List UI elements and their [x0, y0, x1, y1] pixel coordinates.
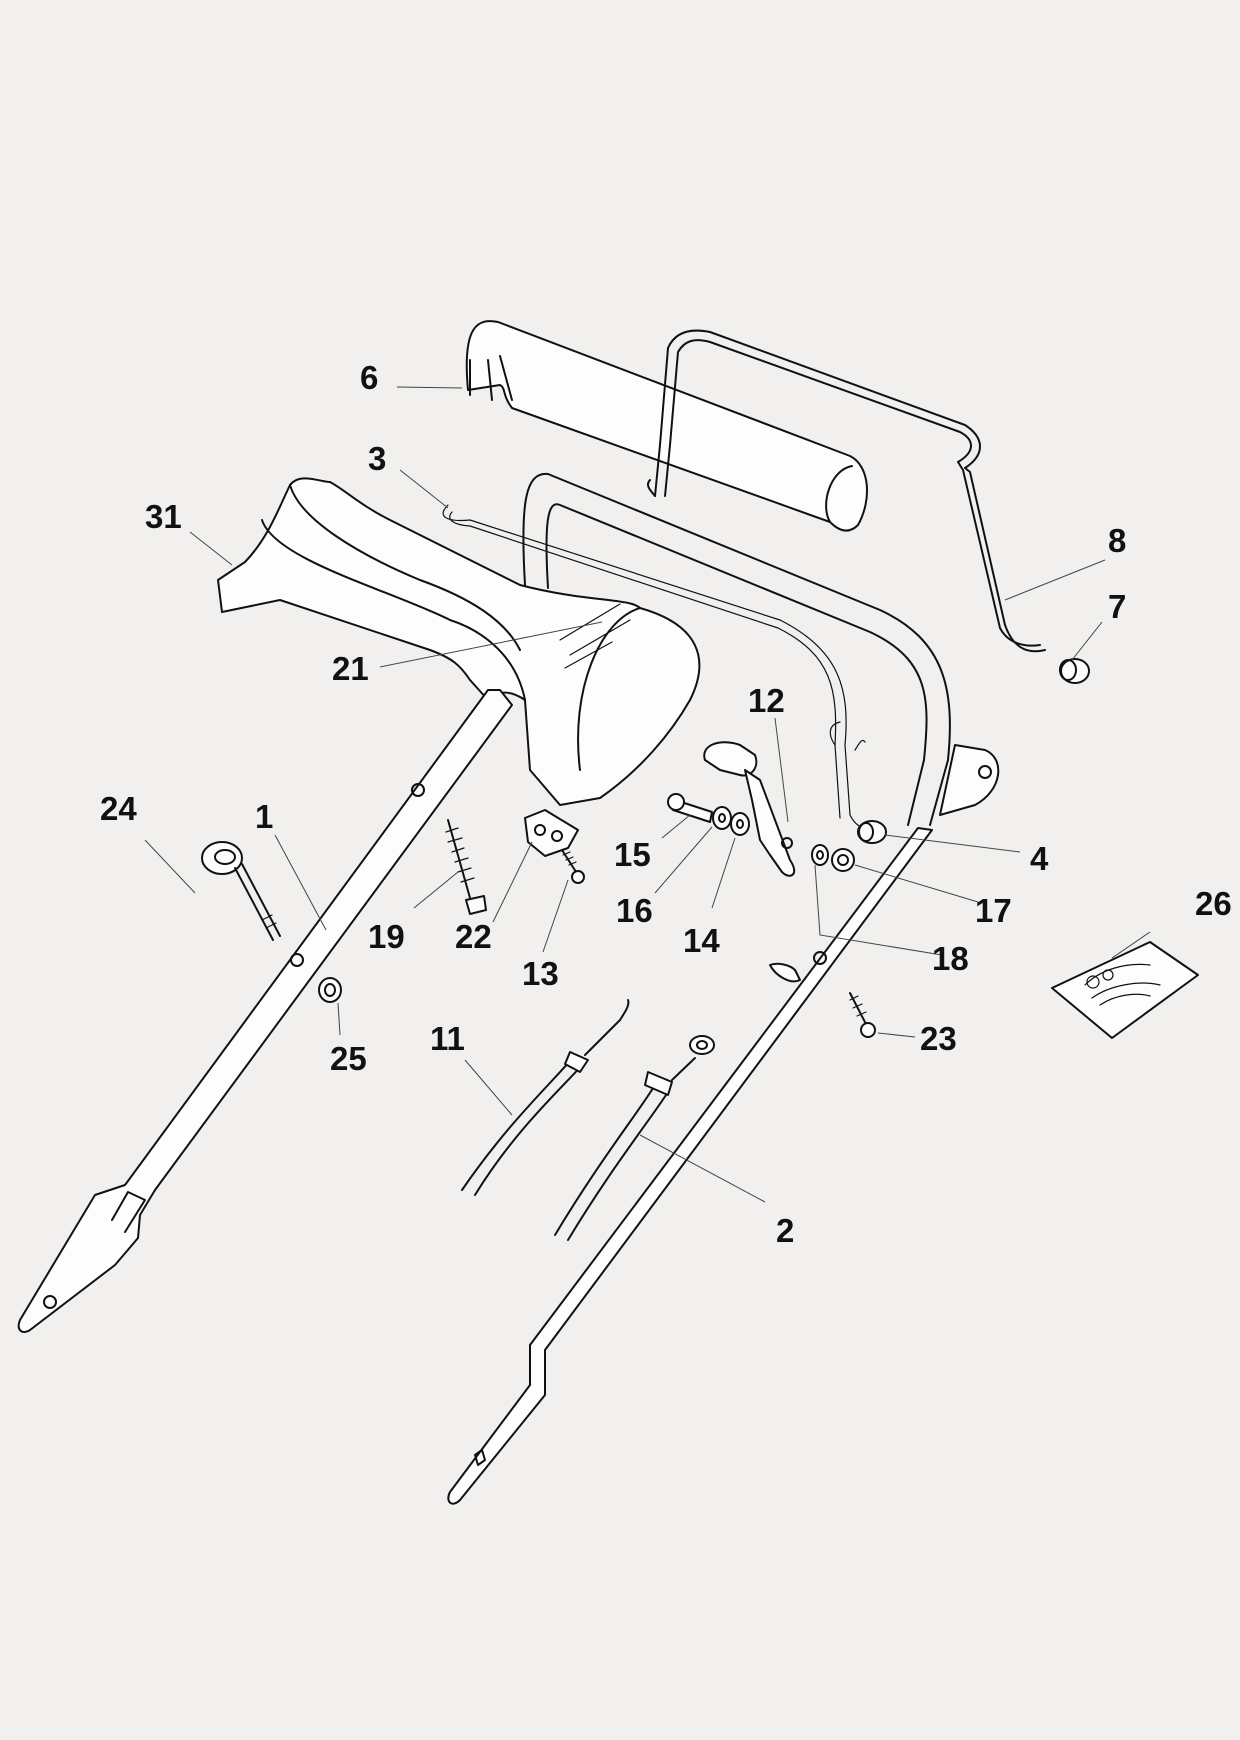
- part-11-cable: [461, 999, 630, 1196]
- callout-26: 26: [1195, 885, 1232, 922]
- callout-23: 23: [920, 1020, 957, 1057]
- callout-14: 22: [455, 918, 492, 955]
- callout-21: 21: [332, 650, 369, 687]
- part-26-hardware-kit-bag: [1051, 941, 1199, 1039]
- callout-16: 16: [616, 892, 653, 929]
- part-15-bolt: [667, 793, 713, 823]
- callout-22: 19: [368, 918, 405, 955]
- part-14-bracket: [524, 809, 579, 857]
- part-7-bushing: [1059, 658, 1090, 684]
- callout-6: 6: [360, 359, 378, 396]
- part-6-upper-grip-handle: [465, 320, 868, 532]
- callout-13: 13: [522, 955, 559, 992]
- part-23-screw: [849, 992, 876, 1038]
- callout-3: 3: [368, 440, 386, 477]
- part-3-lower-handle-bar: [522, 472, 1000, 826]
- callout-24: 24: [100, 790, 137, 827]
- callout-25: 25: [330, 1040, 367, 1077]
- callout-19: 17: [975, 892, 1012, 929]
- part-16-washer: [712, 806, 732, 830]
- part-22-screw: [445, 819, 487, 915]
- callout-4: 4: [1030, 840, 1049, 877]
- part-12-control-lever: [703, 741, 796, 877]
- callout-11: 11: [430, 1020, 465, 1057]
- part-19-nut: [831, 848, 855, 872]
- callout-2: 2: [776, 1212, 794, 1249]
- callout-1: 1: [255, 798, 273, 835]
- callout-8: 8: [1108, 522, 1126, 559]
- callout-17: 14: [683, 922, 720, 959]
- right-handle-tube: [447, 827, 933, 1505]
- part-4-bushing: [857, 820, 887, 844]
- leader-lines: [144, 386, 1151, 1203]
- callout-labels: 6 3 31 8 7 21 12 24 1 15 4 16 17 19 22 1…: [100, 359, 1232, 1249]
- part-25-nut: [318, 977, 342, 1003]
- part-1-left-handle-tube: [17, 689, 513, 1333]
- callout-31: 31: [145, 498, 182, 535]
- part-13-screw: [561, 849, 585, 884]
- part-2-throttle-cable: [554, 1035, 715, 1241]
- part-17-washer: [730, 812, 750, 836]
- callout-15: 15: [614, 836, 651, 873]
- callout-12: 12: [748, 682, 785, 719]
- part-24-eye-bolt: [201, 841, 281, 941]
- callout-18: 18: [932, 940, 969, 977]
- part-8-control-bail-wire: [442, 329, 1046, 830]
- callout-7: 7: [1108, 588, 1126, 625]
- part-18-washer: [811, 844, 829, 866]
